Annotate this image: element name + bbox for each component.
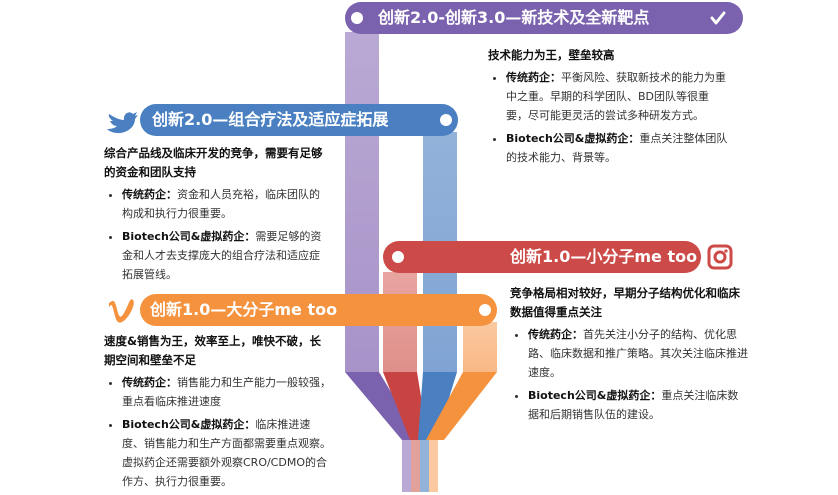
banner-left-upper-bg: [140, 104, 458, 136]
banner-top-label: 创新2.0-创新3.0—新技术及全新靶点: [378, 8, 650, 27]
block-lower-right: 竞争格局相对较好，早期分子结构优化和临床数据值得重点关注 传统药企：首先关注小分…: [510, 284, 748, 428]
orange-funnel: [426, 372, 497, 440]
instagram-icon: [707, 244, 733, 270]
list-item: Biotech公司&虚拟药企：重点关注临床数据和后期销售队伍的建设。: [528, 386, 748, 424]
list-item: 传统药企：平衡风险、获取新技术的能力为重中之重。早期的科学团队、BD团队等很重要…: [506, 68, 728, 125]
red-funnel: [383, 372, 428, 440]
block-heading: 综合产品线及临床开发的竞争，需要有足够的资金和团队支持: [104, 146, 323, 179]
purple-funnel: [345, 372, 420, 440]
banner-left-lower-bg: [140, 294, 497, 326]
list-item: 传统药企：资金和人员充裕，临床团队的构成和执行力很重要。: [122, 185, 329, 223]
banner-left-lower-label: 创新1.0—大分子me too: [150, 300, 338, 319]
banner-right-lower-bg: [383, 241, 701, 273]
block-heading: 竞争格局相对较好，早期分子结构优化和临床数据值得重点关注: [510, 286, 740, 319]
list-item: 传统药企：首先关注小分子的结构、优化思路、临床数据和推广策略。其次关注临床推进速…: [528, 325, 748, 382]
block-heading: 技术能力为王，壁垒较高: [488, 48, 615, 62]
block-top-right: 技术能力为王，壁垒较高 传统药企：平衡风险、获取新技术的能力为重中之重。早期的科…: [488, 46, 728, 171]
outlet-red: [411, 440, 420, 492]
list-item: Biotech公司&虚拟药企：重点关注整体团队的技术能力、背景等。: [506, 129, 728, 167]
banner-top-bg: [345, 2, 743, 34]
vimeo-icon: [109, 299, 134, 323]
blue-funnel: [418, 372, 457, 440]
twitter-bird-icon: [107, 112, 138, 134]
banner-left-upper-label: 创新2.0—组合疗法及适应症拓展: [152, 110, 389, 129]
block-upper-left: 综合产品线及临床开发的竞争，需要有足够的资金和团队支持 传统药企：资金和人员充裕…: [104, 144, 329, 288]
outlet-purple: [402, 440, 411, 492]
list-item: Biotech公司&虚拟药企：临床推进速度、销售能力和生产方面都需要重点观察。虚…: [122, 415, 332, 491]
check-circle-icon: [706, 6, 730, 30]
banner-right-lower-label: 创新1.0—小分子me too: [510, 247, 698, 266]
list-item: 传统药企：销售能力和生产能力一般较强，重点看临床推进速度: [122, 373, 332, 411]
outlet-orange: [429, 440, 438, 492]
block-lower-left: 速度&销售为王，效率至上，唯快不破，长期空间和壁垒不足 传统药企：销售能力和生产…: [104, 332, 332, 495]
orange-strip: [463, 322, 497, 372]
block-heading: 速度&销售为王，效率至上，唯快不破，长期空间和壁垒不足: [104, 334, 322, 367]
list-item: Biotech公司&虚拟药企：需要足够的资金和人才去支撑庞大的组合疗法和适应症拓…: [122, 227, 329, 284]
outlet-blue: [420, 440, 429, 492]
